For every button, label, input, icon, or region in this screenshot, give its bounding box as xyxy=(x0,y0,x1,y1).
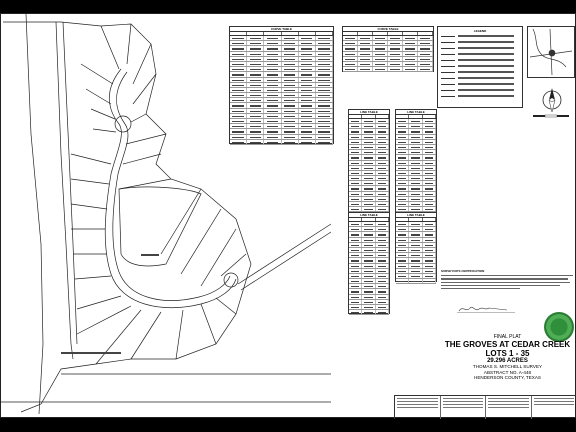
legend-box: LEGEND xyxy=(437,26,523,108)
curve-table-1: CURVE TABLE xyxy=(229,26,334,145)
curve-table-2-title: CURVE TABLE xyxy=(343,27,433,32)
abstract-number: ABSTRACT NO. A-448 xyxy=(483,369,532,375)
legend-title: LEGEND xyxy=(473,29,487,33)
line-table-2: LINE TABLE xyxy=(395,109,437,223)
surveyor-signature xyxy=(457,307,515,313)
vicinity-map xyxy=(527,26,575,78)
certification-title: SURVEYOR'S CERTIFICATION xyxy=(441,269,485,273)
curve-table-2: CURVE TABLE xyxy=(342,26,434,73)
lot-range: LOTS 1 - 35 xyxy=(485,349,530,358)
surveyor-certification: SURVEYOR'S CERTIFICATION xyxy=(441,269,573,339)
scale-bar-icon xyxy=(533,114,569,118)
north-arrow-icon xyxy=(542,88,562,113)
site-plan-drawing xyxy=(1,14,331,415)
acreage: 29.296 ACRES xyxy=(487,358,528,364)
surveyor-seal-icon xyxy=(544,312,574,342)
line-table-3: LINE TABLE xyxy=(348,212,390,316)
county-name: HENDERSON COUNTY, TEXAS xyxy=(474,375,541,380)
line-table-1-title: LINE TABLE xyxy=(349,110,389,115)
line-table-1: LINE TABLE xyxy=(348,109,390,223)
line-table-4: LINE TABLE xyxy=(395,212,437,285)
plat-type: FINAL PLAT xyxy=(493,334,522,340)
plat-sheet: CURVE TABLE xyxy=(0,13,576,419)
line-table-4-title: LINE TABLE xyxy=(396,213,436,218)
line-table-2-title: LINE TABLE xyxy=(396,110,436,115)
line-table-3-title: LINE TABLE xyxy=(349,213,389,218)
title-block: FINAL PLAT THE GROVES AT CEDAR CREEK LOT… xyxy=(439,332,576,400)
survey-name: THOMAS S. MITCHELL SURVEY xyxy=(472,364,543,369)
subdivision-name: THE GROVES AT CEDAR CREEK xyxy=(444,340,571,349)
sheet-info-strip xyxy=(394,395,576,419)
curve-table-1-title: CURVE TABLE xyxy=(230,27,333,32)
